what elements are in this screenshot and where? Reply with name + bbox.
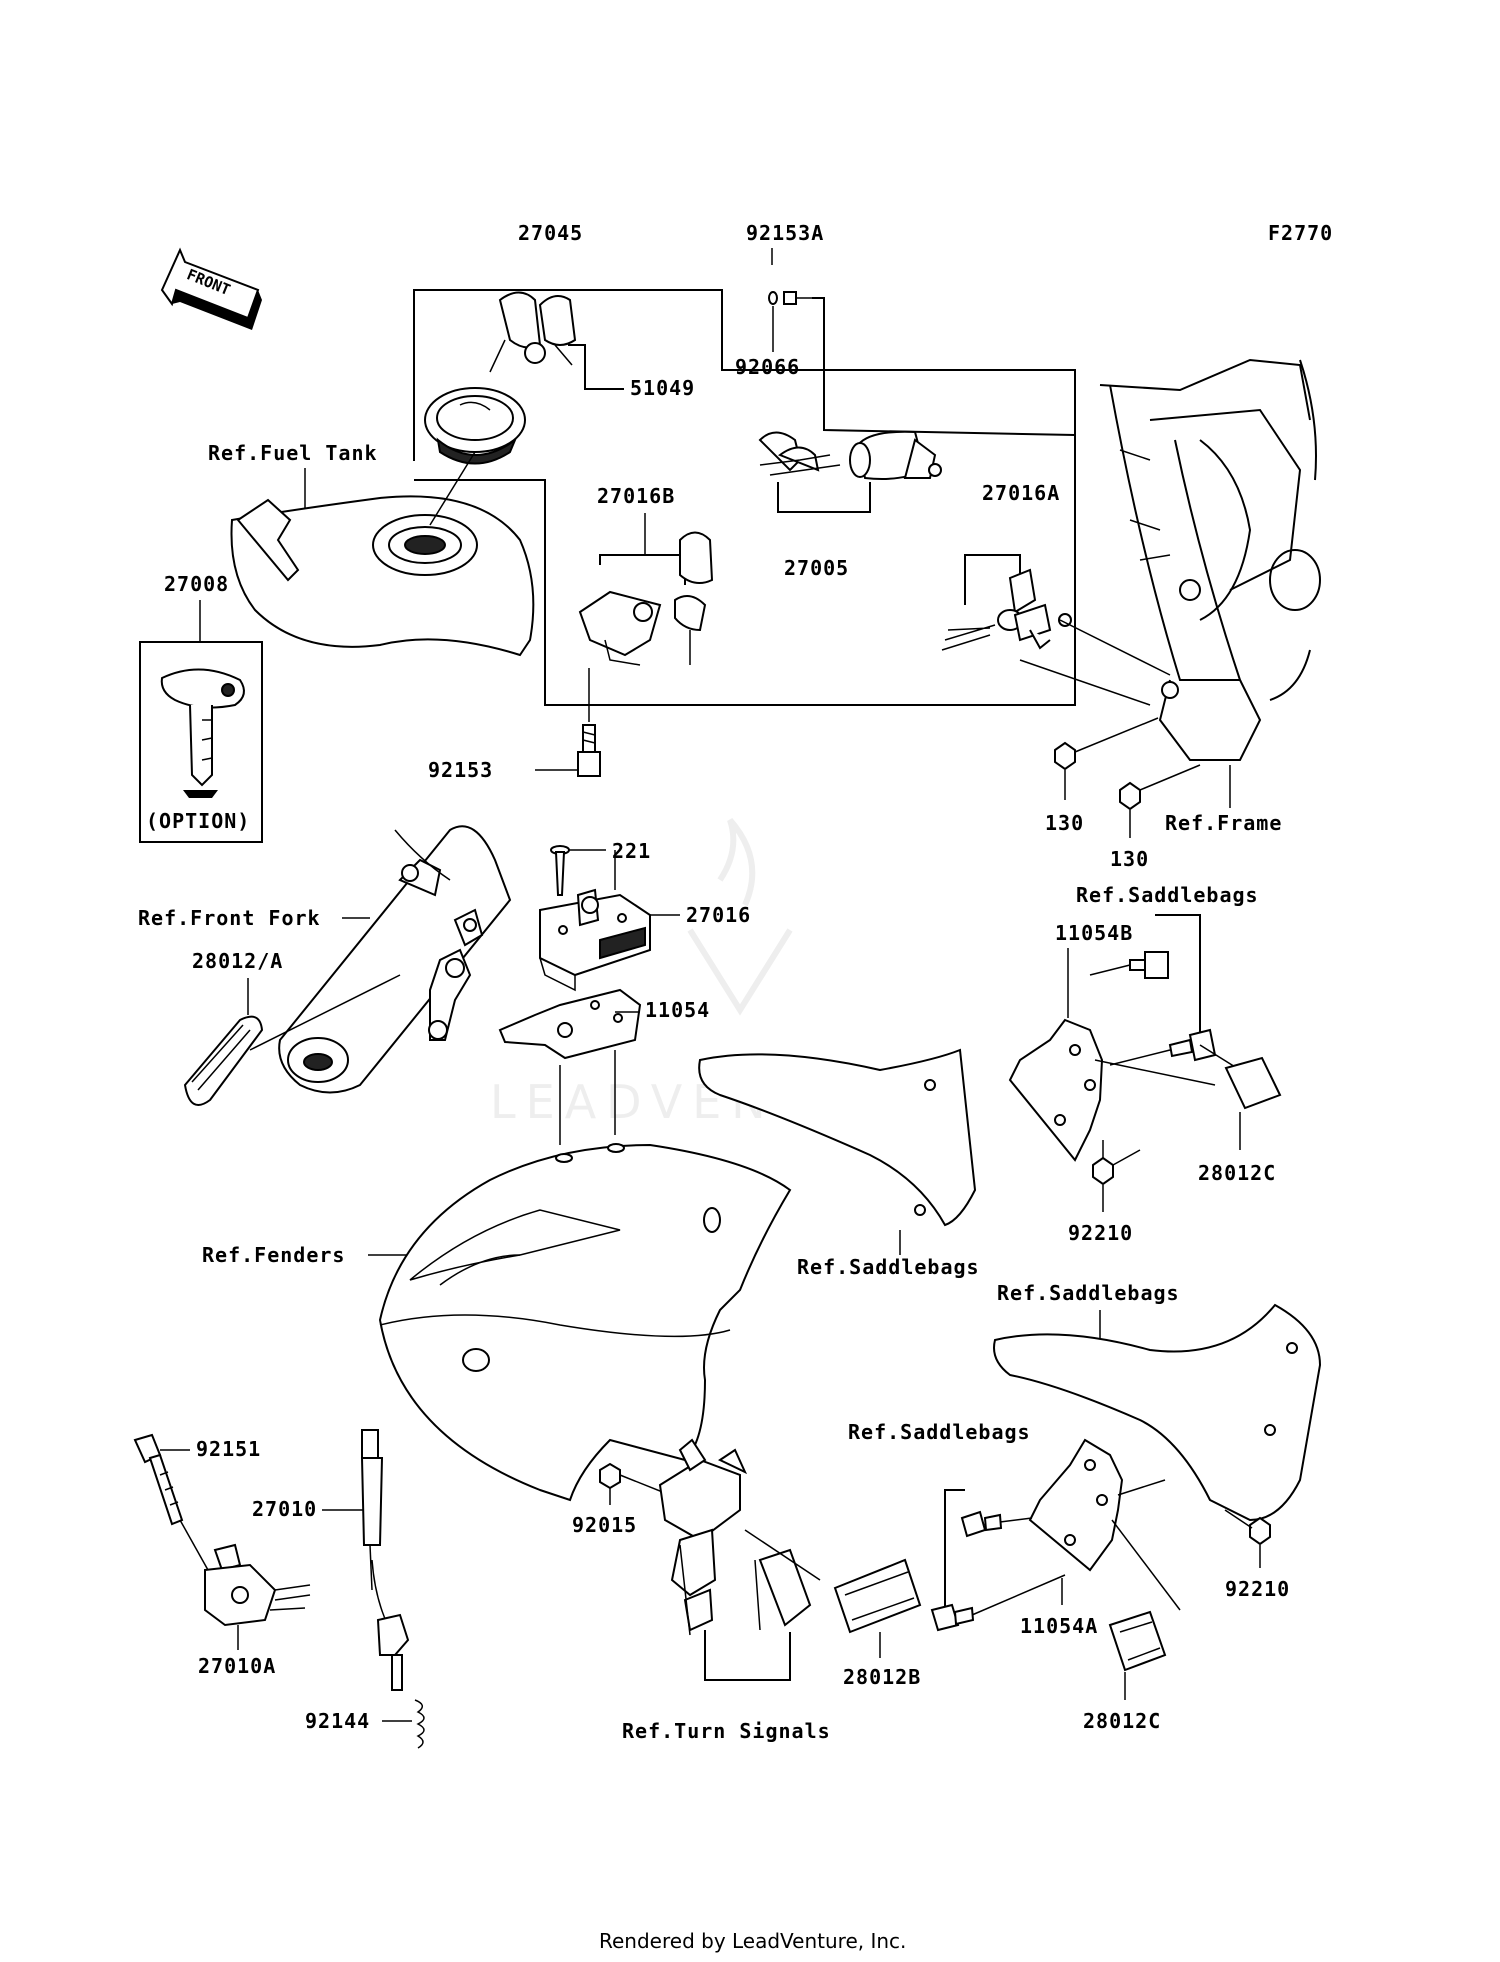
screw-221-icon: [550, 845, 570, 896]
label-92151: 92151: [196, 1437, 261, 1461]
label-27010: 27010: [252, 1497, 317, 1521]
front-arrow-icon: FRONT: [160, 247, 262, 330]
label-130b: 130: [1110, 847, 1149, 871]
plate-11054-icon: [498, 988, 642, 1060]
bolt-saddlebag-top-1-icon: [1129, 951, 1169, 979]
ref-saddlebags-3: Ref.Saddlebags: [997, 1281, 1180, 1305]
label-27045: 27045: [518, 221, 583, 245]
ref-saddlebags-2: Ref.Saddlebags: [797, 1255, 980, 1279]
frame-icon: [1099, 358, 1321, 761]
nut-92015-icon: [599, 1462, 621, 1490]
ref-saddlebags-4: Ref.Saddlebags: [848, 1420, 1031, 1444]
ignition-keys-27005-icon: [758, 431, 841, 476]
ref-frame: Ref.Frame: [1165, 811, 1282, 835]
ref-fenders: Ref.Fenders: [202, 1243, 345, 1267]
label-28012B: 28012B: [843, 1665, 921, 1689]
label-92210-top: 92210: [1068, 1221, 1133, 1245]
label-28012A: 28012/A: [192, 949, 283, 973]
keys-51049-icon: [489, 291, 577, 373]
label-27016: 27016: [686, 903, 751, 927]
ignition-switch-icon: [849, 430, 942, 480]
label-92153: 92153: [428, 758, 493, 782]
label-92066: 92066: [735, 355, 800, 379]
lock-27016A-icon: [941, 568, 1072, 651]
ref-front-fork: Ref.Front Fork: [138, 906, 321, 930]
leader-fuel-cap: [429, 451, 476, 526]
bolt-saddlebag-bot-1-icon: [960, 1510, 1003, 1538]
option-key-box: [139, 641, 263, 843]
nut-92210-bot-icon: [1249, 1516, 1271, 1546]
option-key-icon: [160, 668, 245, 798]
label-51049: 51049: [630, 376, 695, 400]
label-221: 221: [612, 839, 651, 863]
turn-signal-bracket-icon: [658, 1438, 812, 1636]
leader-27016A-frame-2: [1019, 659, 1151, 706]
leader-92153A-line: [812, 297, 1076, 436]
nut-130a-icon: [1054, 741, 1076, 771]
bracket-turn-signals: [704, 1630, 791, 1681]
label-11054: 11054: [645, 998, 710, 1022]
ref-fuel-tank: Ref.Fuel Tank: [208, 441, 378, 465]
lock-27016B-icon: [578, 531, 714, 666]
label-28012C-bot: 28012C: [1083, 1709, 1161, 1733]
option-label: (OPTION): [146, 809, 250, 833]
label-27016A: 27016A: [982, 481, 1060, 505]
footer-credit: Rendered by LeadVenture, Inc.: [599, 1929, 906, 1953]
bracket-27016A: [964, 554, 1021, 605]
label-130a: 130: [1045, 811, 1084, 835]
reflector-28012A-icon: [183, 1015, 264, 1106]
leader-51049: [568, 344, 624, 390]
nut-130b-icon: [1119, 781, 1141, 811]
label-27005: 27005: [784, 556, 849, 580]
ref-turn-signals: Ref.Turn Signals: [622, 1719, 831, 1743]
reflector-28012C-bot-icon: [1108, 1610, 1167, 1672]
label-92210-bot: 92210: [1225, 1577, 1290, 1601]
label-27016B: 27016B: [597, 484, 675, 508]
bracket-11054A-icon: [1028, 1438, 1124, 1572]
switch-27010-icon: [360, 1429, 410, 1691]
bolt-saddlebag-bot-2-icon: [930, 1603, 975, 1632]
reflector-28012B-icon: [833, 1558, 922, 1634]
label-92144: 92144: [305, 1709, 370, 1733]
label-28012C-top: 28012C: [1198, 1161, 1276, 1185]
fender-icon: [378, 1143, 792, 1502]
bolt-92151-icon: [133, 1433, 184, 1526]
bracket-saddlebags-4: [944, 1489, 965, 1610]
front-fork-icon: [278, 825, 512, 1094]
figure-code: F2770: [1268, 221, 1333, 245]
ref-saddlebags-1: Ref.Saddlebags: [1076, 883, 1259, 907]
bracket-27016B: [599, 554, 686, 585]
label-27008: 27008: [164, 572, 229, 596]
label-11054A: 11054A: [1020, 1614, 1098, 1638]
label-27010A: 27010A: [198, 1654, 276, 1678]
bracket-saddlebags-1: [1155, 914, 1201, 1040]
fuel-tank-icon: [230, 495, 535, 657]
label-92015: 92015: [572, 1513, 637, 1537]
nut-92210-top-icon: [1092, 1156, 1114, 1186]
reflector-28012C-top-icon: [1224, 1056, 1282, 1110]
bracket-27005: [777, 482, 871, 513]
bolt-saddlebag-top-2-icon: [1168, 1028, 1217, 1062]
bolt-92153-icon: [577, 724, 601, 777]
lock-27016-icon: [539, 888, 651, 992]
spring-92144-icon: [414, 1699, 425, 1749]
saddlebag-stay-bottom-icon: [993, 1303, 1322, 1522]
saddlebag-stay-top-icon: [698, 1018, 1104, 1227]
label-11054B: 11054B: [1055, 921, 1133, 945]
switch-27010A-icon: [204, 1543, 311, 1627]
leader-27016A-frame: [1059, 619, 1171, 676]
screw-92153A-icon: [768, 291, 812, 305]
label-92153A: 92153A: [746, 221, 824, 245]
watermark-logo: [687, 818, 793, 1016]
bracket-27045: [413, 289, 1076, 706]
